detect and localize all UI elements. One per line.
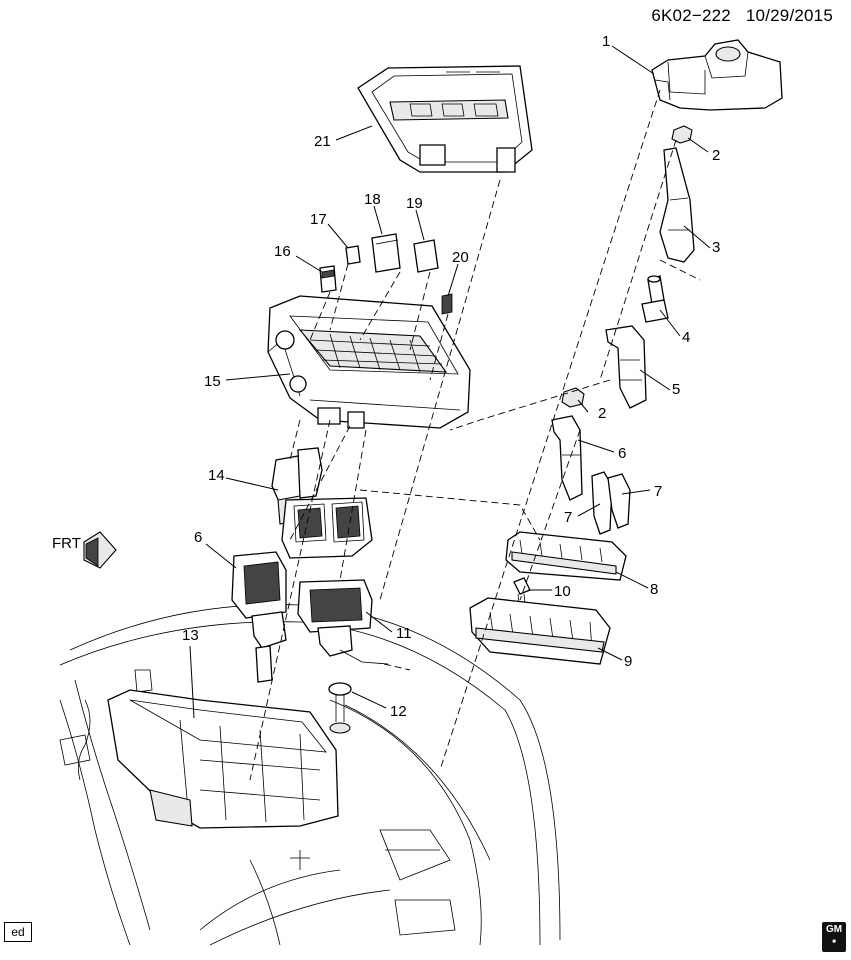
part-7-terminals (591, 471, 631, 535)
part-14-connector (271, 447, 373, 559)
assembly-guide-lines (249, 89, 701, 781)
vehicle-body-outline (59, 604, 561, 946)
callout-labels: 1 2 3 4 5 2 6 7 7 8 10 9 21 18 19 17 16 … (182, 33, 720, 720)
corner-label: ed (4, 922, 32, 942)
part-5-bracket (605, 325, 647, 409)
part-15-fuse-block (267, 295, 471, 429)
part-20-fuse (441, 293, 453, 315)
callout-2-upper: 2 (712, 147, 720, 164)
front-direction-label: FRT (52, 535, 81, 552)
part-6-connector-left (231, 551, 287, 683)
callout-2-lower: 2 (598, 405, 606, 422)
callout-7-left: 7 (564, 509, 572, 526)
gm-logo-text: GM (825, 924, 843, 935)
gm-logo: GM ■ (822, 922, 846, 952)
part-6-busbar-right (551, 415, 583, 501)
callout-13: 13 (182, 627, 199, 644)
part-2-nut-upper (671, 125, 693, 144)
part-8-terminal-block (505, 531, 627, 581)
callout-14: 14 (208, 467, 225, 484)
callout-18: 18 (364, 191, 381, 208)
part-3-busbar-strap (659, 147, 695, 263)
callout-1: 1 (602, 33, 610, 50)
callout-21: 21 (314, 133, 331, 150)
callout-19: 19 (406, 195, 423, 212)
callout-6-left: 6 (194, 529, 202, 546)
callout-17: 17 (310, 211, 327, 228)
part-11-connector (297, 579, 389, 665)
callout-11: 11 (396, 625, 412, 642)
part-17-fuse (345, 245, 361, 265)
part-19-relay (413, 239, 439, 273)
callout-20: 20 (452, 249, 469, 266)
diagram-date: 10/29/2015 (745, 6, 833, 25)
part-16-fuse (319, 265, 337, 293)
part-2-nut-lower (561, 387, 585, 408)
callout-9: 9 (624, 653, 632, 670)
callout-5: 5 (672, 381, 680, 398)
diagram-code: 6K02−222 (651, 6, 731, 25)
part-18-relay (371, 233, 401, 273)
callout-7-right: 7 (654, 483, 662, 500)
callout-6-right: 6 (618, 445, 626, 462)
callout-12: 12 (390, 703, 407, 720)
callout-4: 4 (682, 329, 690, 346)
part-4-stud (641, 275, 669, 323)
part-13-lower-tray (107, 689, 339, 829)
part-1-terminal-cover (651, 39, 783, 111)
part-21-control-module (357, 65, 533, 173)
front-direction-arrow (83, 531, 117, 569)
callout-10: 10 (554, 583, 571, 600)
diagram-header: 6K02−222 10/29/2015 (651, 6, 833, 26)
callout-3: 3 (712, 239, 720, 256)
callout-16: 16 (274, 243, 291, 260)
callout-leaders (189, 45, 711, 719)
callout-15: 15 (204, 373, 221, 390)
part-12-bolt (328, 682, 352, 734)
part-9-junction-block (469, 597, 611, 665)
gm-logo-mark-icon: ■ (832, 939, 836, 945)
callout-8: 8 (650, 581, 658, 598)
